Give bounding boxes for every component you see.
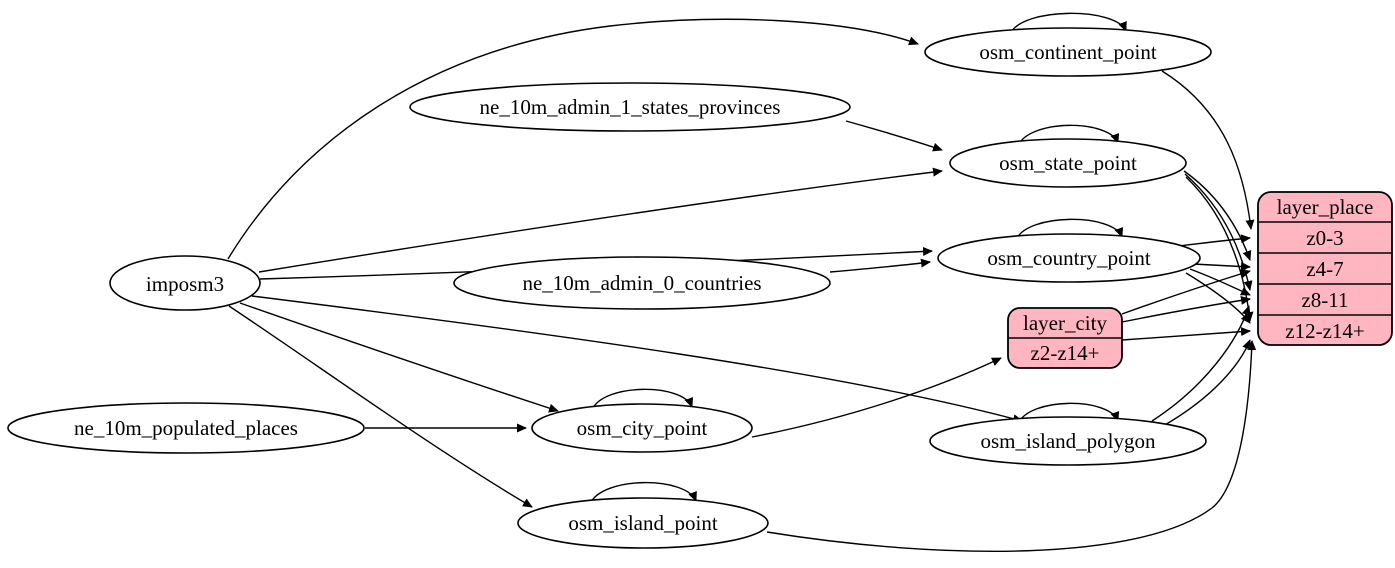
edge-imposm3-osm-island-point: [228, 305, 533, 508]
node-layer-place-box: [1257, 191, 1393, 346]
node-osm-island-polygon-shape: [929, 416, 1207, 466]
node-layer-city: layer_city z2-z14+: [1007, 307, 1123, 369]
edge-osm-city-point-layer-city: [751, 357, 1002, 438]
node-osm-city-point: osm_city_point: [531, 403, 753, 453]
node-osm-island-polygon-label: osm_island_polygon: [980, 429, 1156, 453]
node-layer-place-title: layer_place: [1277, 195, 1374, 219]
layer-place-row-z4-7: z4-7: [1306, 257, 1343, 281]
layer-city-row-z2-z14: z2-z14+: [1031, 341, 1100, 365]
node-osm-island-polygon: osm_island_polygon: [929, 416, 1207, 466]
edge-osm-state-point-z12-z14: [1185, 176, 1254, 322]
node-osm-country-point: osm_country_point: [937, 233, 1201, 283]
node-ne-10m-admin-1-shape: [409, 82, 851, 132]
self-loop-osm-island-point: [589, 481, 697, 505]
edge-imposm3-osm-island-polygon: [251, 295, 1023, 424]
edge-group: [227, 12, 1257, 552]
node-osm-continent-point-label: osm_continent_point: [979, 40, 1156, 64]
node-osm-country-point-shape: [937, 233, 1201, 283]
node-osm-city-point-label: osm_city_point: [577, 416, 708, 440]
node-ne-10m-admin-1-label: ne_10m_admin_1_states_provinces: [480, 95, 781, 119]
node-ne-10m-admin-0-shape: [453, 256, 831, 310]
node-osm-city-point-shape: [531, 403, 753, 453]
node-osm-island-point-label: osm_island_point: [568, 511, 718, 535]
node-osm-continent-point-shape: [924, 27, 1212, 77]
node-imposm3-shape: [109, 255, 261, 311]
node-ne-10m-admin-0-countries: ne_10m_admin_0_countries: [453, 256, 831, 310]
edge-imposm3-osm-continent-point: [227, 18, 919, 260]
edge-layer-city-z4-7: [1121, 269, 1251, 315]
layer-place-row-z8-11: z8-11: [1301, 288, 1348, 312]
self-loop-osm-country-point: [1015, 218, 1124, 241]
edge-osm-state-point-z4-7: [1183, 170, 1252, 261]
edge-osm-island-polygon-z12-z14: [1162, 339, 1251, 427]
edge-osm-country-point-z0-3: [1177, 234, 1251, 247]
edge-ne-10m-admin-1-osm-state-point: [845, 120, 943, 152]
node-osm-country-point-label: osm_country_point: [987, 246, 1150, 270]
edge-osm-island-point-z12-z14: [766, 340, 1257, 552]
layer-place-row-z12-z14: z12-z14+: [1285, 319, 1364, 343]
edge-imposm3-osm-state-point: [258, 167, 943, 273]
node-osm-state-point-label: osm_state_point: [999, 151, 1137, 175]
node-osm-island-point-shape: [517, 497, 769, 549]
edge-osm-continent-point-z0-3: [1161, 70, 1255, 230]
node-ne-10m-populated-places: ne_10m_populated_places: [7, 402, 365, 454]
node-osm-island-point: osm_island_point: [517, 497, 769, 549]
node-ne-10m-populated-places-label: ne_10m_populated_places: [74, 416, 298, 440]
edge-osm-country-point-z12-z14: [1185, 272, 1251, 324]
node-imposm3: imposm3: [109, 255, 261, 311]
edge-osm-country-point-z4-7: [1192, 262, 1251, 271]
edge-osm-state-point-z8-11: [1184, 173, 1253, 291]
layer-place-row-z0-3: z0-3: [1306, 226, 1343, 250]
node-ne-10m-admin-1-states-provinces: ne_10m_admin_1_states_provinces: [409, 82, 851, 132]
node-layer-city-title: layer_city: [1023, 311, 1107, 335]
self-loop-osm-continent-point: [1009, 12, 1127, 35]
node-layer-place: layer_place z0-3 z4-7 z8-11 z12-z14+: [1257, 191, 1393, 346]
node-imposm3-label: imposm3: [146, 272, 224, 296]
self-loop-osm-state-point: [1017, 124, 1120, 147]
edge-osm-country-point-z8-11: [1189, 268, 1251, 296]
edge-osm-island-polygon-z8-11: [1151, 305, 1251, 422]
node-osm-state-point-shape: [949, 138, 1187, 188]
edge-layer-city-z8-11: [1121, 295, 1251, 323]
edge-imposm3-osm-city-point: [239, 302, 559, 413]
self-loop-osm-city-point: [591, 388, 694, 411]
self-loop-osm-island-polygon: [1017, 402, 1120, 425]
node-osm-state-point: osm_state_point: [949, 138, 1187, 188]
node-ne-10m-admin-0-label: ne_10m_admin_0_countries: [522, 271, 761, 295]
node-osm-continent-point: osm_continent_point: [924, 27, 1212, 77]
node-ne-10m-populated-places-shape: [7, 402, 365, 454]
edge-layer-city-z12-z14: [1121, 327, 1251, 341]
edge-ne-10m-admin-0-osm-country-point: [829, 258, 931, 273]
